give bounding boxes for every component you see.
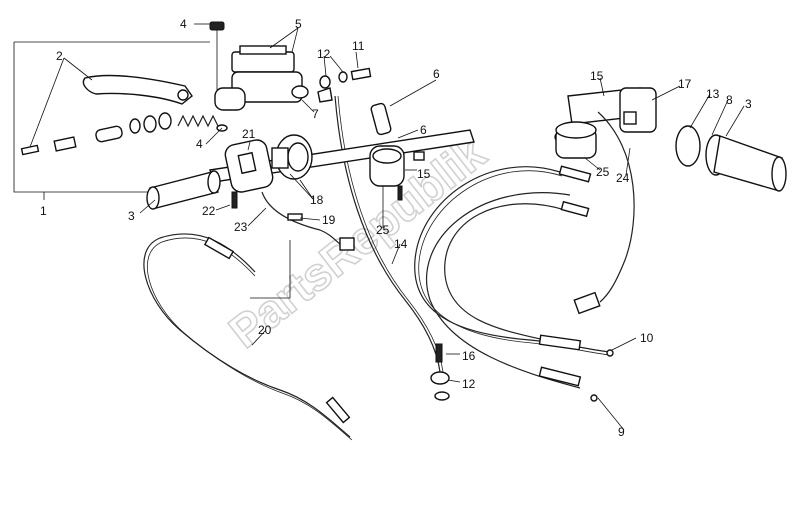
throttle-housing — [554, 87, 657, 159]
callout-25-right: 25 — [596, 165, 610, 179]
callout-16: 16 — [462, 349, 476, 363]
callout-25-left: 25 — [376, 223, 390, 237]
clamp-assembly-left — [369, 102, 425, 201]
cable-10 — [444, 203, 566, 341]
callout-17: 17 — [678, 77, 692, 91]
callout-12-top: 12 — [317, 47, 331, 61]
switch-wire — [261, 191, 341, 245]
switch-connector — [339, 237, 355, 251]
master-cylinder — [209, 21, 309, 132]
callout-7: 7 — [312, 107, 319, 121]
cable-20-ends — [203, 236, 351, 424]
callout-12-bottom: 12 — [462, 377, 476, 391]
brake-lever — [82, 74, 193, 105]
callout-18: 18 — [310, 193, 324, 207]
callout-6-mid: 6 — [420, 123, 427, 137]
left-grip — [146, 170, 221, 210]
right-switch-wire — [597, 111, 635, 303]
callout-labels: 1 2 3 3 4 4 5 6 6 7 8 9 10 11 12 12 13 1… — [40, 17, 752, 439]
callout-24: 24 — [616, 171, 630, 185]
callout-13: 13 — [706, 87, 720, 101]
callout-9: 9 — [618, 425, 625, 439]
callout-4-top: 4 — [180, 17, 187, 31]
cable-20 — [143, 233, 351, 438]
callout-6-top: 6 — [433, 67, 440, 81]
callout-21: 21 — [242, 127, 256, 141]
leader-lines — [29, 23, 745, 431]
throttle-grip — [675, 125, 787, 192]
callout-1: 1 — [40, 204, 47, 218]
right-connector — [573, 291, 601, 315]
callout-11: 11 — [352, 39, 365, 53]
callout-19: 19 — [322, 213, 336, 227]
lower-banjo — [430, 343, 450, 401]
callout-20: 20 — [258, 323, 272, 337]
callout-3-right: 3 — [745, 97, 752, 111]
callout-14: 14 — [394, 237, 408, 251]
callout-3-left: 3 — [128, 209, 135, 223]
callout-5: 5 — [295, 17, 302, 31]
callout-8: 8 — [726, 93, 733, 107]
callout-4-mid: 4 — [196, 137, 203, 151]
cable-ends-right — [538, 165, 614, 402]
callout-10: 10 — [640, 331, 654, 345]
callout-22: 22 — [202, 204, 216, 218]
left-switch-housing — [224, 134, 313, 209]
lever-pivot-parts — [20, 112, 219, 156]
callout-2: 2 — [56, 49, 63, 63]
callout-15-right: 15 — [590, 69, 604, 83]
cable-9 — [425, 192, 581, 389]
group-1-bracket — [13, 41, 210, 200]
callout-15-mid: 15 — [417, 167, 431, 181]
callout-23: 23 — [234, 220, 248, 234]
banjo-fitting — [317, 67, 372, 103]
